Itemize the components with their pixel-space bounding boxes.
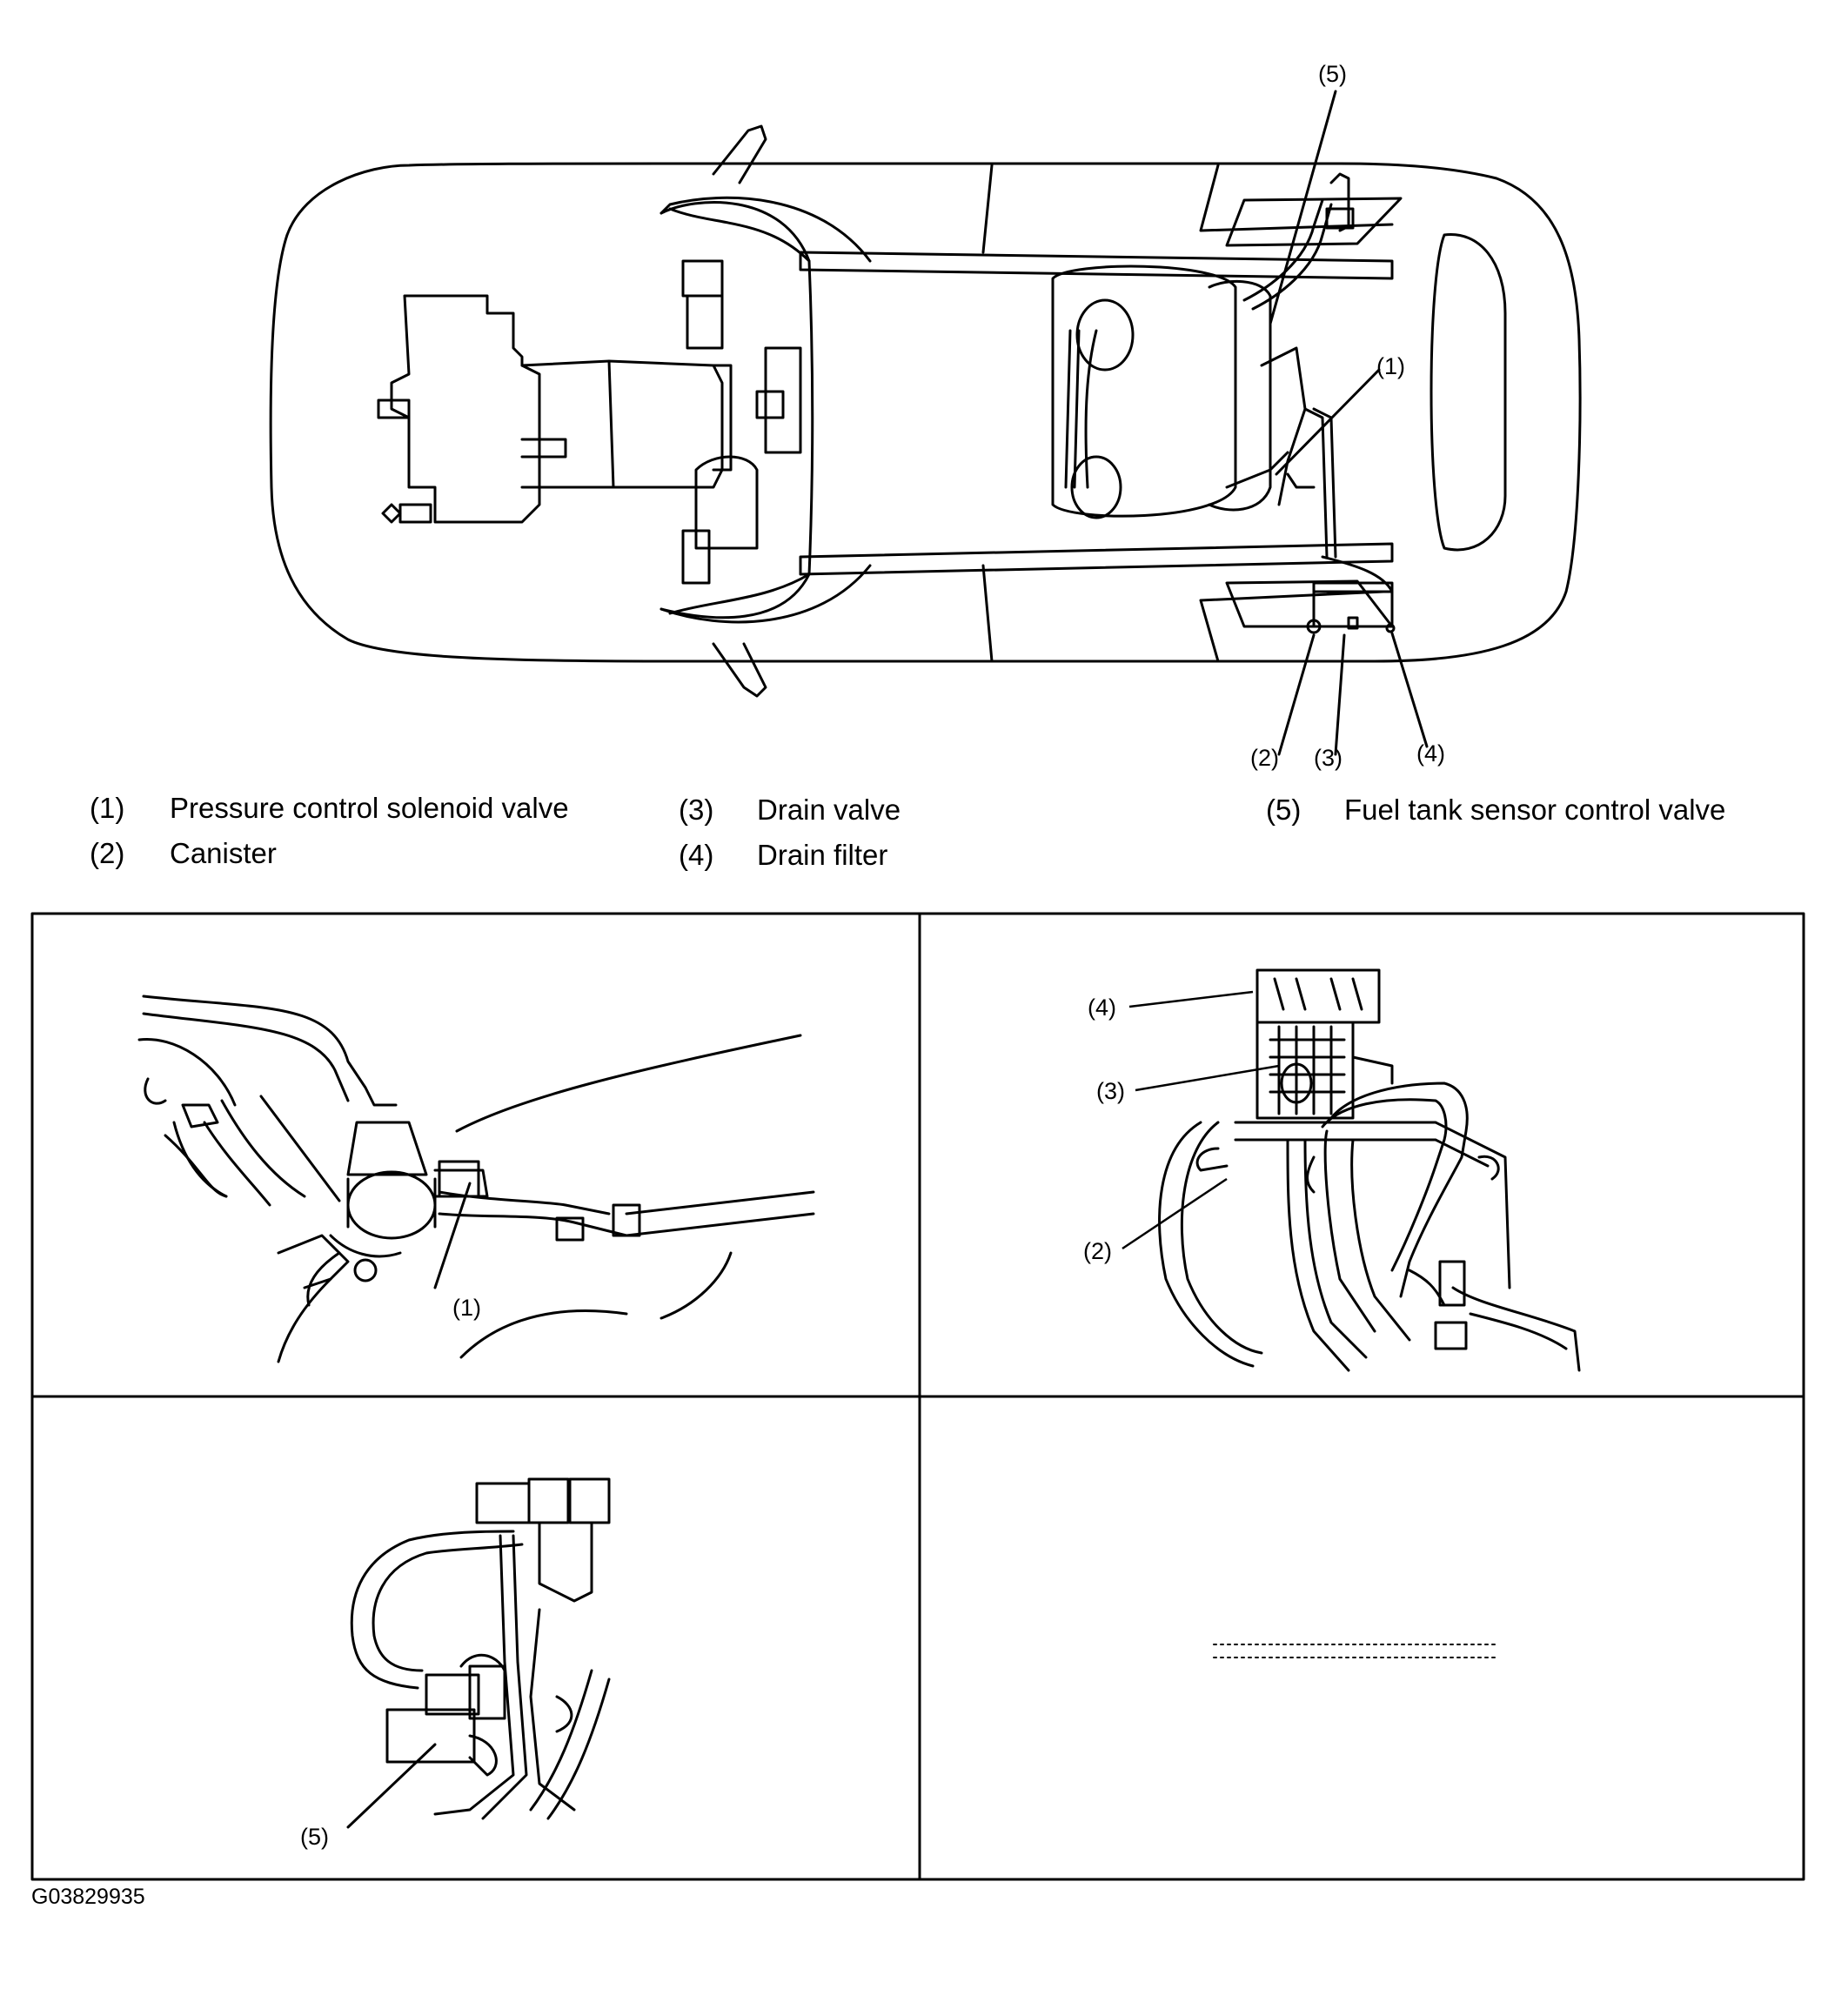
callout-4-panel: (4) xyxy=(1088,994,1116,1021)
legend-3-text: Drain valve xyxy=(757,794,901,826)
panel-sensor-valve xyxy=(346,1477,611,1829)
figure-code: G03829935 xyxy=(31,1885,145,1909)
callout-2-panel: (2) xyxy=(1083,1238,1112,1264)
legend-2-num: (2) xyxy=(90,837,125,869)
legend-3-num: (3) xyxy=(679,794,714,826)
legend-5-text: Fuel tank sensor control valve xyxy=(1344,794,1726,826)
car-top-view xyxy=(269,124,1582,698)
panel-canister xyxy=(1158,968,1581,1372)
callout-4-top: (4) xyxy=(1416,740,1445,767)
callout-5-top: (5) xyxy=(1318,61,1347,87)
callout-2-top: (2) xyxy=(1250,745,1279,771)
callout-1-panel: (1) xyxy=(452,1295,481,1321)
legend-4-num: (4) xyxy=(679,839,714,871)
legend-4-text: Drain filter xyxy=(757,839,888,871)
callout-3-top: (3) xyxy=(1314,745,1342,771)
panel-illegible xyxy=(1213,1644,1497,1658)
legend-1-text: Pressure control solenoid valve xyxy=(170,792,569,824)
callout-5-panel: (5) xyxy=(300,1824,329,1850)
legend-2-text: Canister xyxy=(170,837,277,869)
legend-1-num: (1) xyxy=(90,792,125,824)
callout-1-top: (1) xyxy=(1376,353,1405,379)
callout-3-panel: (3) xyxy=(1096,1078,1125,1104)
panel-solenoid-valve xyxy=(137,994,815,1363)
legend-5-num: (5) xyxy=(1266,794,1302,826)
